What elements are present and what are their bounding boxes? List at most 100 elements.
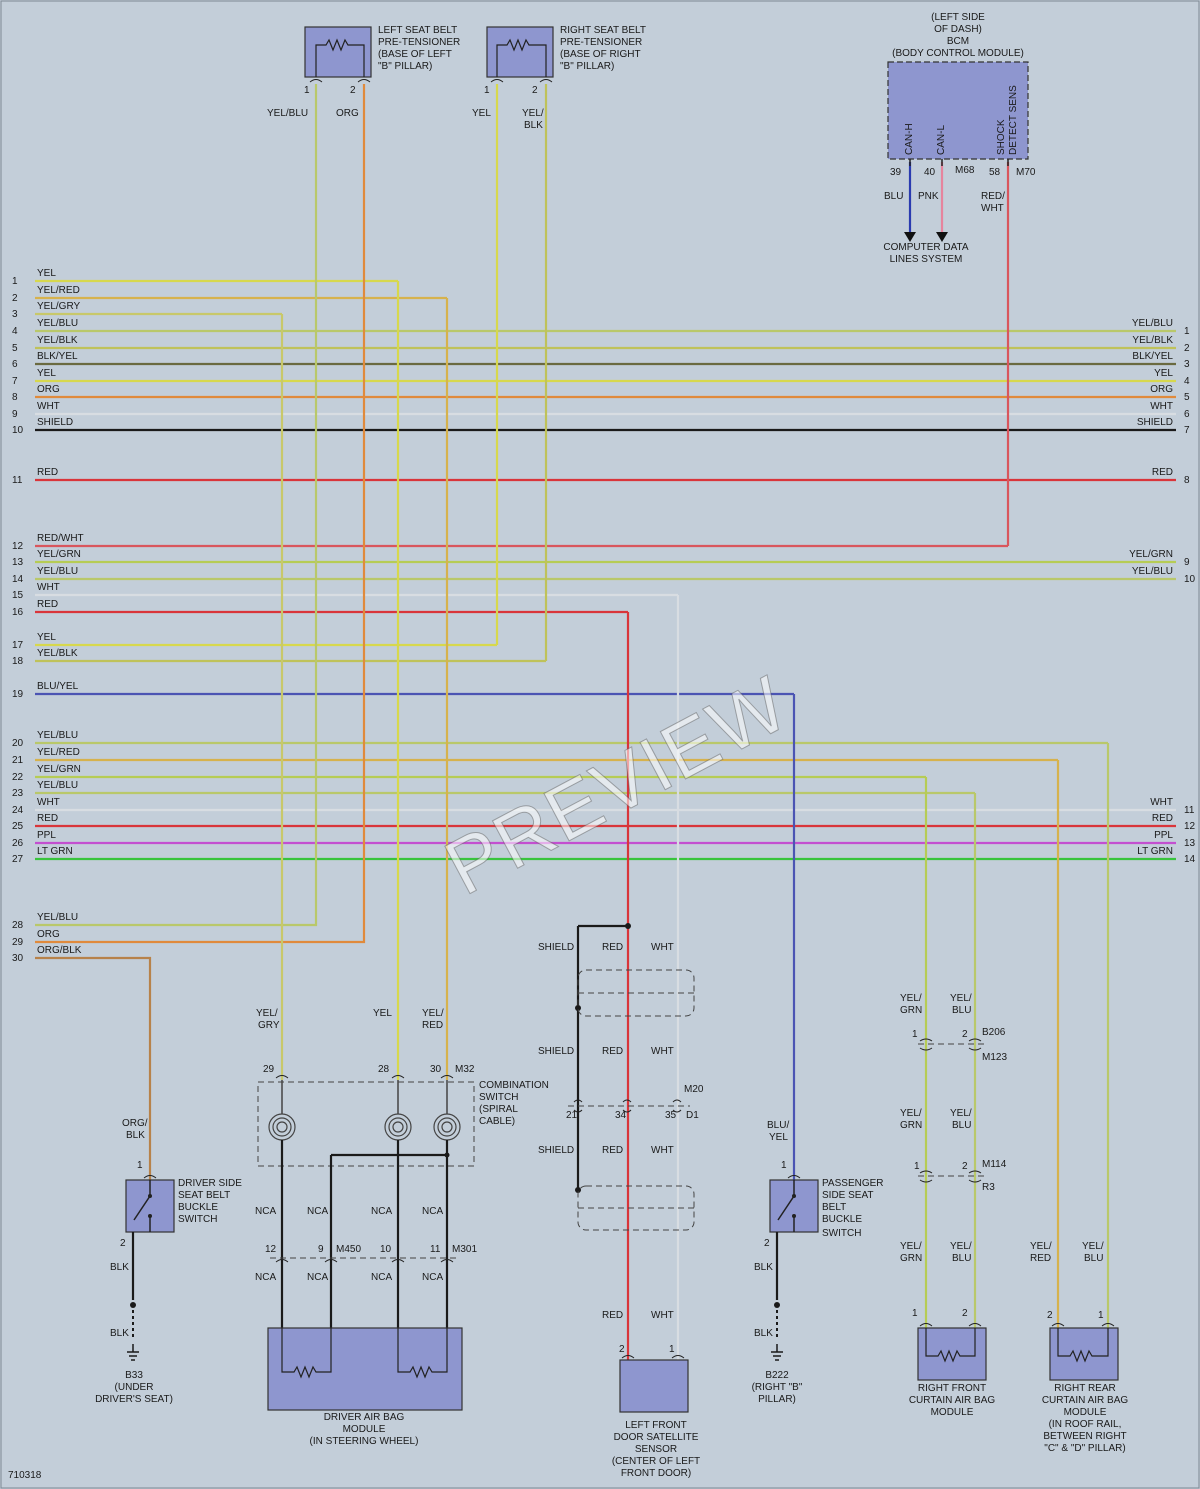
diagram-label: 9 [318,1244,324,1255]
diagram-label: SEAT BELT [178,1190,230,1201]
left-wire-label: YEL/BLU [37,566,78,577]
diagram-label: YEL/ [900,993,922,1004]
diagram-label: BLK [126,1130,145,1141]
diagram-label: 2 [350,85,356,96]
right-wire-labels: 1YEL/BLU2YEL/BLK3BLK/YEL4YEL5ORG6WHT7SHI… [1129,318,1195,865]
diagram-label: PASSENGER [822,1178,884,1189]
left-wire-label: YEL/BLK [37,335,78,346]
diagram-label: LINES SYSTEM [890,254,963,265]
diagram-label: BUCKLE [822,1214,862,1225]
left-wire-number: 19 [12,689,24,700]
diagram-label: YEL [373,1008,392,1019]
diagram-label: WHT [651,1145,674,1156]
diagram-label: "C" & "D" PILLAR) [1044,1443,1125,1454]
diagram-label: RED [602,1145,623,1156]
combination-switch [257,1080,475,1330]
diagram-label: SIDE SEAT [822,1190,874,1201]
right-wire-number: 2 [1184,343,1190,354]
diagram-label: BLU/ [767,1120,789,1131]
left-wire-number: 1 [12,276,18,287]
diagram-label: BLU [952,1005,971,1016]
left-wire-label: YEL/BLU [37,730,78,741]
left-wire-label: RED/WHT [37,533,84,544]
right-wire-number: 11 [1184,805,1195,816]
diagram-label: NCA [307,1272,328,1283]
diagram-label: YEL/ [900,1108,922,1119]
diagram-label: BETWEEN RIGHT [1043,1431,1126,1442]
left-wire-number: 20 [12,738,24,749]
diagram-label: M450 [336,1244,361,1255]
left-wire-label: YEL/BLU [37,318,78,329]
diagram-label: RED/ [981,191,1005,202]
diagram-label: BLK [754,1262,773,1273]
left-wire-label: SHIELD [37,417,73,428]
right-wire-label: ORG [1150,384,1173,395]
diagram-label: R3 [982,1182,995,1193]
diagram-label: BLU [1084,1253,1103,1264]
diagram-label: 30 [430,1064,442,1075]
diagram-label: (SPIRAL [479,1104,518,1115]
left-wire-label: YEL/RED [37,285,80,296]
diagram-label: M32 [455,1064,475,1075]
diagram-label: ORG/ [122,1118,148,1129]
diagram-label: NCA [255,1272,276,1283]
diagram-label: 1 [912,1308,918,1319]
diagram-label: SHIELD [538,1046,574,1057]
left-wire-number: 12 [12,541,24,552]
right-wire-label: BLK/YEL [1132,351,1173,362]
left-wire-number: 6 [12,359,18,370]
left-wire-number: 16 [12,607,24,618]
right-wire-label: YEL/GRN [1129,549,1173,560]
right-wire-number: 6 [1184,409,1190,420]
left-wire-label: YEL [37,368,56,379]
diagram-label: GRY [258,1020,280,1031]
diagram-label: SWITCH [479,1092,518,1103]
diagram-label: RED [602,1310,623,1321]
left-wire-label: RED [37,599,58,610]
left-wire-label: ORG/BLK [37,945,82,956]
diagram-label: 2 [962,1161,968,1172]
left-wire-label: ORG [37,929,60,940]
arrow-down-icon [904,232,916,242]
right-wire-number: 10 [1184,574,1196,585]
right-wire-number: 4 [1184,376,1190,387]
body-control-module [887,61,1029,242]
diagram-label: YEL/ [256,1008,278,1019]
left-wire-label: YEL/BLU [37,912,78,923]
left-wire-number: 11 [12,475,23,486]
diagram-label: BLK [110,1328,129,1339]
left-wire-label: PPL [37,830,56,841]
diagram-label: 29 [263,1064,275,1075]
diagram-label: "B" PILLAR) [560,61,614,72]
diagram-label: CABLE) [479,1116,515,1127]
wire-org-left-pretensioner [35,84,366,944]
left-wire-number: 10 [12,425,24,436]
left-wire-label: YEL/GRN [37,764,81,775]
bcm-pin-label: DETECT SENS [1008,85,1019,155]
diagram-label: COMPUTER DATA [883,242,969,253]
left-wire-label: YEL/BLU [37,780,78,791]
diagram-label: GRN [900,1253,922,1264]
left-wire-label: WHT [37,797,60,808]
diagram-label: CURTAIN AIR BAG [1042,1395,1129,1406]
left-wire-label: YEL/GRN [37,549,81,560]
left-seat-belt-pretensioner [304,26,372,78]
diagram-label: 2 [764,1238,770,1249]
right-wire-label: PPL [1154,830,1173,841]
diagram-label: DRIVER AIR BAG [324,1412,405,1423]
diagram-label: 35 [665,1110,677,1121]
right-wire-number: 7 [1184,425,1190,436]
diagram-label: PILLAR) [758,1394,796,1405]
diagram-label: DRIVER SIDE [178,1178,242,1189]
diagram-label: M123 [982,1052,1007,1063]
diagram-label: WHT [651,1046,674,1057]
arrow-down-icon [936,232,948,242]
diagram-label: 1 [304,85,310,96]
driver-air-bag-module [267,1327,463,1411]
left-wire-number: 18 [12,656,24,667]
left-wire-number: 5 [12,343,18,354]
diagram-label: FRONT DOOR) [621,1468,691,1479]
left-wire-number: 17 [12,640,24,651]
left-wire-label: YEL/GRY [37,301,80,312]
diagram-label: ORG [336,108,359,119]
